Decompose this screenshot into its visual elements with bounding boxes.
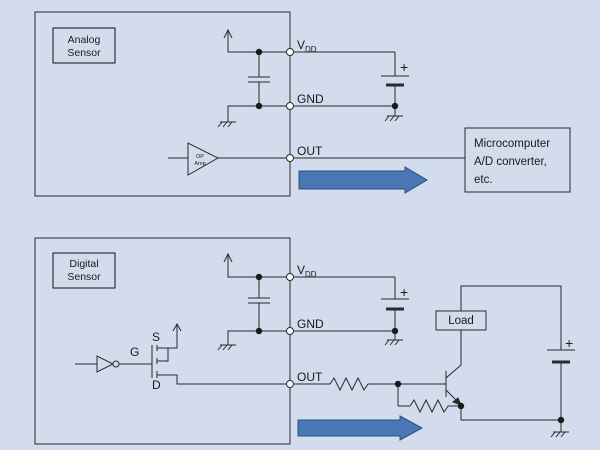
digital-label-box bbox=[52, 252, 116, 289]
analog-label-box bbox=[52, 27, 116, 64]
digital-capacitor bbox=[248, 277, 270, 331]
transistor bbox=[440, 330, 561, 421]
output-resistor bbox=[329, 376, 369, 392]
opamp-label-line1: OP bbox=[196, 154, 204, 160]
target-line3: etc. bbox=[474, 174, 493, 186]
target-line1: Microcomputer bbox=[474, 138, 550, 150]
analog-title-line2: Sensor bbox=[67, 47, 101, 59]
digital-vdd-label: VDD bbox=[297, 263, 317, 279]
op-amp bbox=[168, 142, 290, 176]
analog-gnd-label: GND bbox=[297, 92, 324, 106]
analog-battery bbox=[381, 52, 409, 106]
analog-signal-arrow bbox=[298, 166, 428, 194]
analog-battery-plus: + bbox=[400, 59, 408, 75]
digital-out-label: OUT bbox=[297, 370, 323, 384]
terminal-pins bbox=[286, 48, 294, 388]
analog-title-line1: Analog bbox=[68, 34, 101, 46]
source-label: S bbox=[152, 330, 160, 344]
opamp-label-line2: Amp bbox=[194, 161, 205, 167]
external-battery-plus: + bbox=[565, 335, 573, 351]
drain-label: D bbox=[152, 378, 161, 392]
external-ground bbox=[550, 431, 569, 438]
target-device-box bbox=[464, 127, 571, 193]
digital-sensor-box bbox=[34, 237, 291, 445]
analog-vdd-rail bbox=[223, 28, 290, 53]
inverter-gate bbox=[75, 355, 152, 373]
mosfet bbox=[151, 322, 290, 385]
base-resistor bbox=[397, 384, 461, 414]
digital-gnd-label: GND bbox=[297, 317, 324, 331]
digital-signal-arrow bbox=[297, 415, 424, 441]
digital-vdd-rail bbox=[223, 252, 290, 278]
digital-title-line2: Sensor bbox=[67, 271, 101, 283]
analog-out-label: OUT bbox=[297, 144, 323, 158]
analog-vdd-label: VDD bbox=[297, 38, 317, 54]
gate-label: G bbox=[130, 345, 139, 359]
digital-gnd-rail bbox=[217, 330, 290, 351]
load-label: Load bbox=[448, 315, 474, 327]
target-line2: A/D converter, bbox=[474, 156, 547, 168]
junction-dots bbox=[255, 48, 565, 424]
analog-capacitor bbox=[248, 52, 270, 106]
digital-battery-plus: + bbox=[400, 284, 408, 300]
digital-title-line1: Digital bbox=[69, 258, 98, 270]
analog-gnd-rail bbox=[217, 105, 290, 128]
digital-battery bbox=[381, 277, 409, 331]
